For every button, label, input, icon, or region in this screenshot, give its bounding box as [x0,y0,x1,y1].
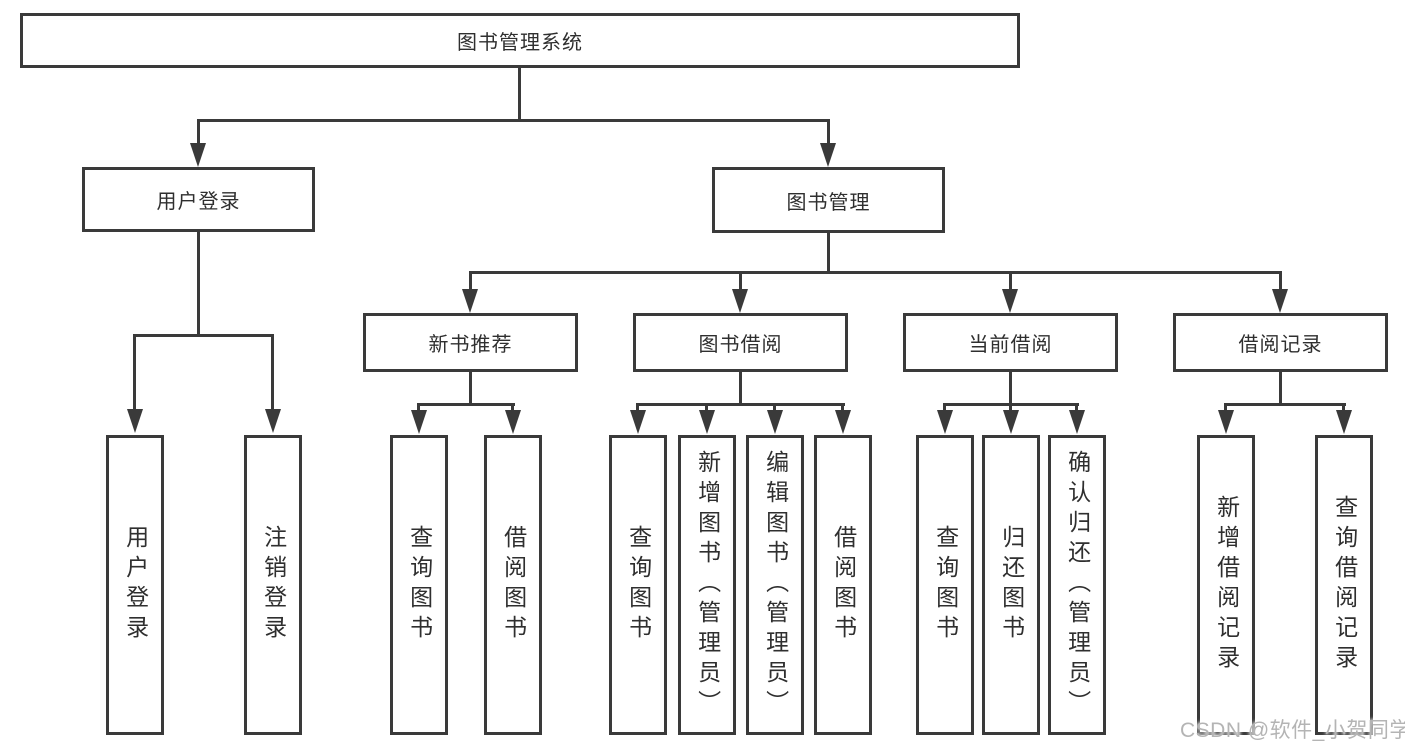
leaf-return-books-label: 归还图书 [998,525,1025,645]
connector-drop [1075,403,1078,413]
connector-new-book-recommend-stem [469,372,472,406]
connector-drop [511,403,514,413]
connector-borrow-records-stem [1279,372,1282,406]
connector-drop-borrow-records [1279,271,1282,290]
leaf-add-borrow-record: 新增借阅记录 [1197,435,1255,735]
connector-borrow-records-rail [1224,403,1346,406]
connector-user-login-stem [197,232,200,335]
connector-new-book-recommend-rail [417,403,515,406]
leaf-query-books-borrow-label: 查询图书 [625,525,652,645]
leaf-confirm-return-admin-label: 确认归还（管理员） [1064,450,1091,720]
connector-drop-book-management [827,119,830,146]
connector-drop [1342,403,1345,413]
node-current-borrow: 当前借阅 [903,313,1118,372]
node-new-book-recommend: 新书推荐 [363,313,578,372]
arrow-down-icon [1336,410,1352,434]
node-book-management: 图书管理 [712,167,945,233]
connector-drop [773,403,776,413]
node-current-borrow-label: 当前借阅 [968,334,1053,356]
connector-drop [705,403,708,413]
leaf-logout: 注销登录 [244,435,302,735]
connector-drop-leaf-user-login [133,334,136,411]
arrow-down-icon [190,143,206,167]
node-user-login: 用户登录 [82,167,315,232]
leaf-query-books-current-label: 查询图书 [932,525,959,645]
leaf-borrow-books-recommend-label: 借阅图书 [500,525,527,645]
connector-drop [1009,403,1012,413]
connector-user-login-rail [133,334,274,337]
node-borrow-records-label: 借阅记录 [1238,334,1323,356]
arrow-down-icon [1218,410,1234,434]
leaf-edit-book-admin: 编辑图书（管理员） [746,435,804,735]
arrow-down-icon [699,410,715,434]
arrow-down-icon [1272,289,1288,313]
arrow-down-icon [732,289,748,313]
arrow-down-icon [835,410,851,434]
node-library-system-label: 图书管理系统 [457,32,583,54]
leaf-add-book-admin: 新增图书（管理员） [678,435,736,735]
node-borrow-records: 借阅记录 [1173,313,1388,372]
arrow-down-icon [505,410,521,434]
arrow-down-icon [767,410,783,434]
leaf-confirm-return-admin: 确认归还（管理员） [1048,435,1106,735]
connector-drop-book-borrow [739,271,742,290]
connector-drop-user-login [197,119,200,146]
leaf-borrow-books: 借阅图书 [814,435,872,735]
leaf-return-books: 归还图书 [982,435,1040,735]
connector-current-borrow-stem [1009,372,1012,406]
leaf-user-login: 用户登录 [106,435,164,735]
connector-drop-new-book-recommend [469,271,472,290]
leaf-query-books-borrow: 查询图书 [609,435,667,735]
connector-book-management-rail [469,271,1282,274]
connector-root-rail [197,119,830,122]
connector-book-borrow-rail [636,403,845,406]
leaf-query-borrow-record: 查询借阅记录 [1315,435,1373,735]
csdn-watermark: CSDN @软件_小贺同学 [1180,719,1405,742]
arrow-down-icon [127,409,143,433]
leaf-user-login-label: 用户登录 [122,525,149,645]
arrow-down-icon [820,143,836,167]
leaf-logout-label: 注销登录 [260,525,287,645]
leaf-query-books-recommend: 查询图书 [390,435,448,735]
leaf-add-borrow-record-label: 新增借阅记录 [1213,495,1240,675]
connector-drop [1224,403,1227,413]
arrow-down-icon [937,410,953,434]
connector-root-stem [518,68,521,120]
arrow-down-icon [1002,289,1018,313]
arrow-down-icon [1003,410,1019,434]
leaf-add-book-admin-label: 新增图书（管理员） [694,450,721,720]
arrow-down-icon [265,409,281,433]
arrow-down-icon [630,410,646,434]
node-new-book-recommend-label: 新书推荐 [428,334,513,356]
leaf-query-borrow-record-label: 查询借阅记录 [1331,495,1358,675]
arrow-down-icon [411,410,427,434]
connector-drop [636,403,639,413]
leaf-borrow-books-recommend: 借阅图书 [484,435,542,735]
node-book-management-label: 图书管理 [786,191,871,214]
arrow-down-icon [462,289,478,313]
connector-drop-leaf-logout [271,334,274,411]
leaf-query-books-current: 查询图书 [916,435,974,735]
connector-drop [417,403,420,413]
leaf-edit-book-admin-label: 编辑图书（管理员） [762,450,789,720]
leaf-query-books-recommend-label: 查询图书 [406,525,433,645]
connector-drop [841,403,844,413]
connector-drop-current-borrow [1009,271,1012,290]
node-library-system: 图书管理系统 [20,13,1020,68]
node-book-borrow-label: 图书借阅 [698,334,783,356]
connector-book-management-stem [827,233,830,272]
node-book-borrow: 图书借阅 [633,313,848,372]
arrow-down-icon [1069,410,1085,434]
connector-book-borrow-stem [739,372,742,406]
node-user-login-label: 用户登录 [156,191,241,213]
connector-drop [943,403,946,413]
leaf-borrow-books-label: 借阅图书 [830,525,857,645]
